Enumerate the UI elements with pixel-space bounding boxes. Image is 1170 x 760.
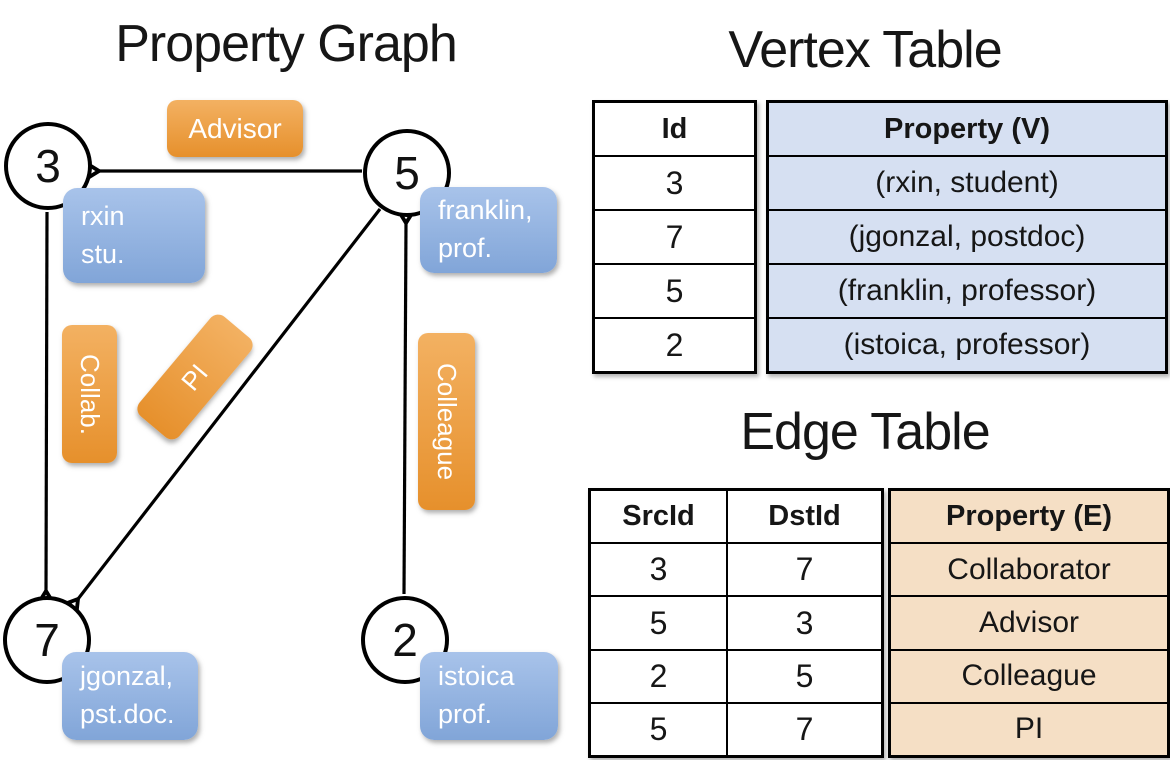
vertex-table-id-column: Id 3 7 5 2 bbox=[592, 100, 757, 374]
edge-label-colleague: Colleague bbox=[418, 333, 475, 510]
table-cell: (jgonzal, postdoc) bbox=[769, 211, 1165, 265]
vertex-prop-istoica-line1: istoica bbox=[438, 661, 515, 692]
table-cell: 5 bbox=[591, 703, 728, 756]
vertex-prop-rxin-line2: stu. bbox=[81, 238, 125, 269]
node-2-id: 2 bbox=[392, 614, 418, 666]
table-cell: 5 bbox=[591, 597, 728, 649]
vertex-table-id-header: Id bbox=[595, 103, 754, 157]
edge-label-collab: Collab. bbox=[62, 325, 117, 463]
table-row: 3 7 bbox=[591, 544, 881, 598]
node-5-id: 5 bbox=[394, 147, 420, 199]
edge-label-collab-text: Collab. bbox=[75, 353, 105, 435]
edge-table-dstid-header: DstId bbox=[768, 500, 841, 533]
node-3-id: 3 bbox=[35, 140, 61, 192]
table-row: 5 3 bbox=[591, 597, 881, 651]
table-cell: (istoica, professor) bbox=[843, 328, 1091, 361]
edge-pi-5-to-7 bbox=[78, 208, 382, 599]
property-graph-title: Property Graph bbox=[115, 15, 458, 73]
edge-collaborator-3-to-7 bbox=[46, 211, 47, 591]
table-cell: 3 bbox=[591, 544, 728, 596]
graph-node-2: 2 bbox=[361, 596, 449, 684]
edge-table-id-columns: SrcId DstId 3 7 5 3 2 5 5 7 bbox=[588, 488, 884, 758]
edge-table-title: Edge Table bbox=[740, 403, 990, 461]
table-row: 5 7 bbox=[591, 703, 881, 756]
table-cell: 2 bbox=[591, 650, 728, 702]
table-cell: 7 bbox=[795, 710, 814, 747]
node-7-id: 7 bbox=[34, 614, 60, 666]
edge-colleague-2-to-5 bbox=[404, 223, 406, 595]
edge-table-srcid-header: SrcId bbox=[591, 491, 728, 543]
vertex-table-property-header: Property (V) bbox=[769, 103, 1165, 157]
table-cell: PI bbox=[1014, 712, 1044, 746]
vertex-prop-jgonzal-line1: jgonzal, bbox=[80, 661, 174, 692]
edge-label-pi-text: PI bbox=[175, 357, 215, 396]
table-cell: Advisor bbox=[891, 597, 1167, 651]
table-cell: 7 bbox=[595, 211, 754, 265]
edge-table-property-column: Property (E) Collaborator Advisor Collea… bbox=[888, 488, 1170, 758]
vertex-prop-franklin-line2: prof. bbox=[438, 233, 493, 263]
table-row: 2 5 bbox=[591, 650, 881, 704]
table-cell: Colleague bbox=[891, 651, 1167, 704]
edge-label-colleague-text: Colleague bbox=[432, 362, 462, 481]
table-cell: 7 bbox=[795, 551, 814, 588]
vertex-table-title: Vertex Table bbox=[728, 21, 1002, 79]
vertex-prop-franklin-line1: franklin, bbox=[438, 195, 533, 226]
vertex-prop-box-rxin: rxin stu. bbox=[63, 188, 205, 283]
vertex-prop-rxin-line1: rxin bbox=[81, 200, 125, 231]
edge-label-advisor-text: Advisor bbox=[188, 112, 282, 144]
vertex-prop-box-jgonzal: jgonzal, pst.doc. bbox=[62, 652, 198, 740]
vertex-prop-box-franklin: franklin, prof. bbox=[420, 187, 557, 273]
table-cell: Collaborator bbox=[891, 544, 1167, 598]
edge-label-advisor: Advisor bbox=[167, 100, 303, 157]
graph-node-5: 5 bbox=[363, 129, 451, 217]
table-cell: 3 bbox=[595, 157, 754, 211]
edge-table-property-header: Property (E) bbox=[891, 491, 1167, 545]
vertex-prop-istoica-line2: prof. bbox=[438, 699, 493, 729]
table-cell: 2 bbox=[665, 326, 684, 363]
vertex-table-property-column: Property (V) (rxin, student) (jgonzal, p… bbox=[766, 100, 1168, 374]
edge-table-header-row: SrcId DstId bbox=[591, 491, 881, 545]
table-cell: 5 bbox=[595, 265, 754, 319]
table-cell: (franklin, professor) bbox=[769, 265, 1165, 319]
table-cell: 5 bbox=[795, 657, 814, 694]
table-cell: (rxin, student) bbox=[769, 157, 1165, 211]
vertex-prop-jgonzal-line2: pst.doc. bbox=[80, 699, 175, 729]
graph-edges-canvas bbox=[0, 0, 585, 760]
vertex-prop-box-istoica: istoica prof. bbox=[420, 652, 558, 740]
table-cell: 3 bbox=[795, 604, 814, 641]
